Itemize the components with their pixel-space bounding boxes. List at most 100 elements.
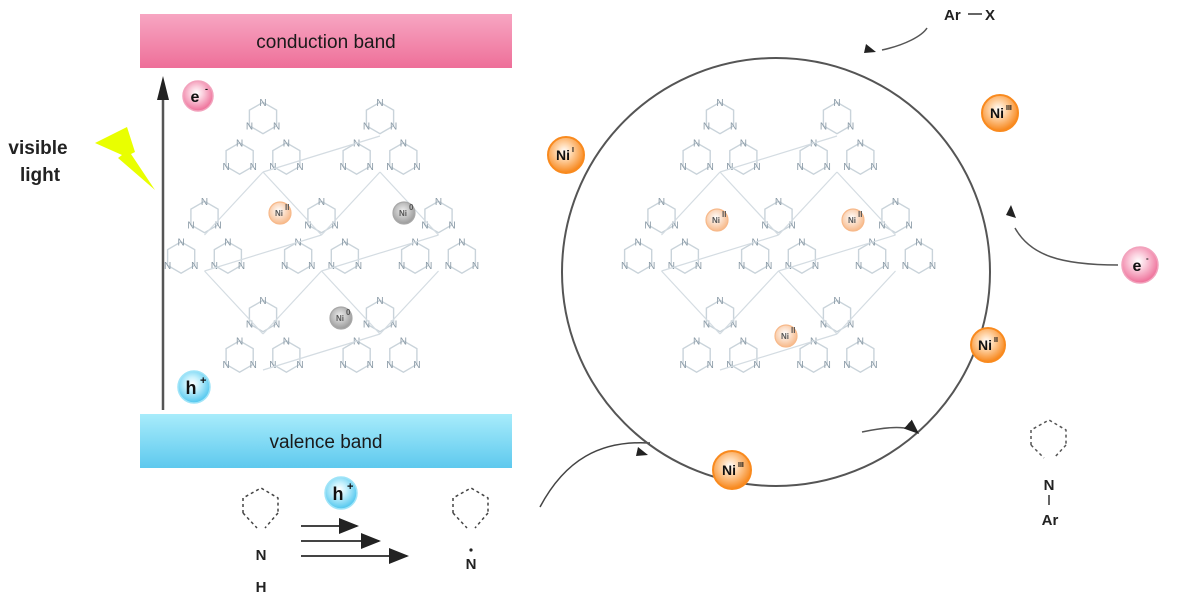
nitrogen-atom: N [788,220,795,231]
bridge-bond [778,270,838,335]
nitrogen-atom: N [222,360,229,371]
amine-n: N [256,547,267,564]
nitrogen-atom: N [331,220,338,231]
nitrogen-atom: N [796,162,803,173]
bridge-bond [719,171,779,236]
nitrogen-atom: N [882,261,889,272]
bridge-bond [661,234,779,272]
bridge-bond [661,171,721,236]
nitrogen-atom: N [820,319,827,330]
bridge-bond [204,234,322,272]
nitrogen-atom: N [178,237,185,248]
nitrogen-atom: N [296,360,303,371]
hole-reagent-label: h [333,484,344,504]
nickel-oxidation-state: III [738,462,744,469]
nitrogen-atom: N [857,138,864,149]
nitrogen-atom: N [668,261,675,272]
nitrogen-atom: N [644,220,651,231]
nitrogen-atom: N [726,162,733,173]
nitrogen-atom: N [367,360,374,371]
nitrogen-atom: N [283,138,290,149]
nickel-ball [712,450,752,490]
nitrogen-atom: N [693,138,700,149]
nitrogen-atom: N [761,220,768,231]
nitrogen-atom: N [621,261,628,272]
svg-text:II: II [285,203,289,212]
nitrogen-atom: N [363,319,370,330]
nitrogen-atom: N [929,261,936,272]
cycle-arrow-head-right [1006,205,1016,218]
nitrogen-atom: N [238,261,245,272]
svg-text:II: II [722,210,726,219]
nitrogen-atom: N [878,220,885,231]
catalytic-cycle-ring [561,57,991,487]
nickel-label: Ni [978,337,992,353]
lightning-bolt-icon [95,127,155,190]
carbon-nitride-framework-right: NNNNNNNNNNNNNNNNNNNNNNNNNNNNNNNNNNNNNNNN… [621,98,936,374]
svg-text:Ni: Ni [336,314,344,323]
excitation-arrow-head [157,76,169,100]
nitrogen-atom: N [413,360,420,371]
nickel-label: Ni [722,462,736,478]
nitrogen-atom: N [304,220,311,231]
nitrogen-atom: N [376,98,383,109]
bridge-bond [204,270,264,335]
valence-band-label: valence band [269,432,382,453]
nitrogen-atom: N [339,162,346,173]
nitrogen-atom: N [730,319,737,330]
bridge-bond [204,171,264,236]
nitrogen-atom: N [353,138,360,149]
electron-in-ball: e - [1121,246,1159,284]
svg-text:II: II [791,326,795,335]
bridge-bond [321,171,381,236]
nitrogen-atom: N [376,296,383,307]
nitrogen-atom: N [472,261,479,272]
nitrogen-atom: N [339,360,346,371]
nitrogen-atom: N [367,162,374,173]
conduction-band-rect [140,14,512,68]
nitrogen-atom: N [211,261,218,272]
nitrogen-atom: N [707,360,714,371]
electron-label: e [191,89,200,106]
nitrogen-atom: N [269,360,276,371]
reaction-arrows [301,518,409,564]
nitrogen-atom: N [269,162,276,173]
nitrogen-atom: N [328,261,335,272]
nitrogen-atom: N [635,237,642,248]
nitrogen-atom: N [810,138,817,149]
nitrogen-atom: N [353,336,360,347]
svg-text:Ni: Ni [781,332,789,341]
nitrogen-atom: N [273,121,280,132]
arx-arrow [881,27,928,51]
conduction-band: conduction band [140,14,512,68]
nitrogen-atom: N [812,261,819,272]
bridge-bond [321,270,381,335]
nitrogen-atom: N [259,98,266,109]
nitrogen-atom: N [236,138,243,149]
svg-text:Ni: Ni [275,209,283,218]
nitrogen-atom: N [308,261,315,272]
nitrogen-atom: N [753,162,760,173]
cycle-arrow-head-top [864,44,876,53]
nitrogen-atom: N [833,296,840,307]
nitrogen-atom: N [250,360,257,371]
conduction-band-label: conduction band [256,32,395,53]
nitrogen-atom: N [201,197,208,208]
nitrogen-atom: N [740,138,747,149]
nitrogen-atom: N [738,261,745,272]
svg-text:II: II [858,210,862,219]
visible-light-line1: visible [8,138,67,159]
nitrogen-atom: N [752,237,759,248]
